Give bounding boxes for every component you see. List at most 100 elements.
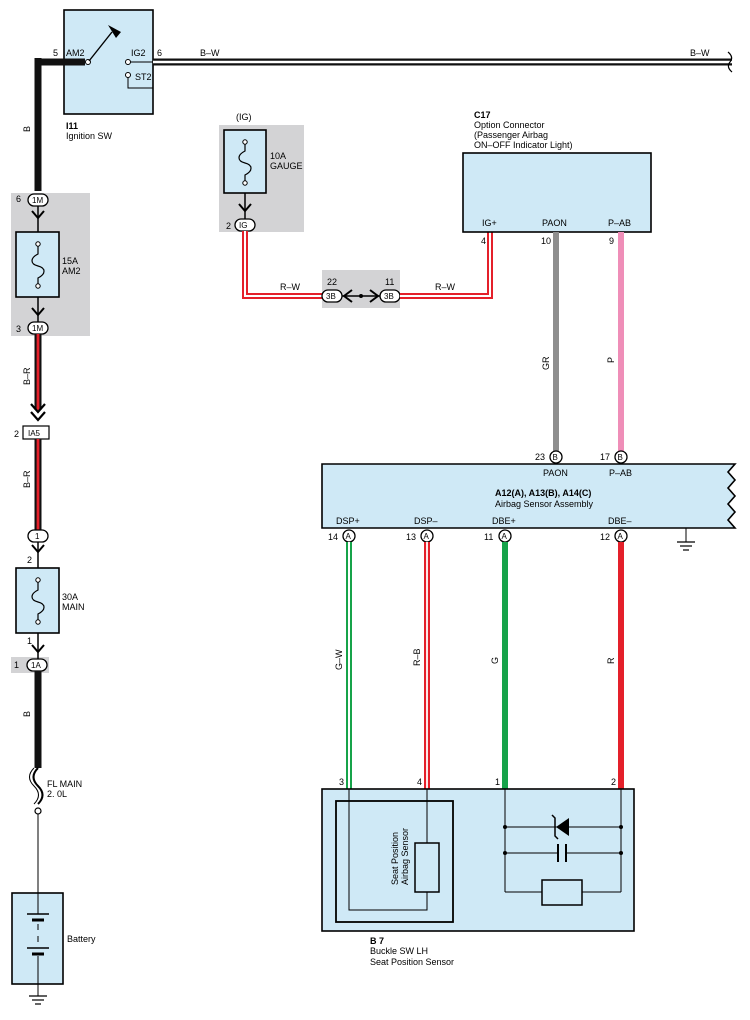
wire-b-bottom-label: B	[22, 711, 32, 717]
lower-wires: G–W R–B G R	[334, 542, 624, 789]
gauge-fuse-element-icon	[238, 144, 252, 181]
capacitor-node-right	[619, 851, 623, 855]
option-connector-line1: Option Connector	[474, 120, 545, 130]
fuse-am2-rating: 15A	[62, 256, 78, 266]
wire-b-w: B–W B–W	[153, 48, 733, 73]
battery-ground-icon	[29, 995, 47, 1005]
conn-1a-code: 1A	[31, 661, 41, 670]
option-pin-pab: 9	[609, 236, 614, 246]
fusible-link-terminal	[34, 807, 42, 815]
junction-arrow-left-icon	[342, 289, 353, 303]
conn-1m-top-code: 1M	[32, 196, 43, 205]
conn-ia5-code: IA5	[28, 429, 41, 438]
fusible-link-line2: 2. 0L	[47, 789, 67, 799]
ia5-arrow-icon-1	[30, 403, 46, 414]
seat-sensor-line2: Airbag Sensor	[400, 828, 410, 885]
ignition-pin-am2: 5	[53, 48, 58, 58]
seat-sensor-wire-a	[348, 789, 428, 911]
diode-node-right	[619, 825, 623, 829]
option-pin-ig: 4	[481, 236, 486, 246]
conn-1m-top-pin: 6	[16, 194, 21, 204]
option-connector-line3: ON–OFF Indicator Light)	[474, 140, 573, 150]
battery-label: Battery	[67, 934, 96, 944]
wire-b-r-upper-label: B–R	[22, 367, 32, 385]
fuse-am2-element-icon	[31, 246, 45, 284]
gauge-fuse-circuit: (IG) 10A GAUGE 2 IG R–W 22 3B 11 3B R–W	[223, 112, 493, 303]
conn-1-pin-below: 2	[27, 555, 32, 565]
wire-p-label: P	[606, 357, 616, 363]
airbag-pin-dbe-minus: 12	[600, 532, 610, 542]
fuse-main-name: MAIN	[62, 602, 85, 612]
airbag-top-conn-pab	[614, 450, 628, 464]
ignition-label-ig2: IG2	[131, 48, 146, 58]
left-column: B 6 1M 15A AM2 3 1M B–R 2 IA5 B–R	[11, 58, 96, 1005]
ignition-pin-ig2: 6	[157, 48, 162, 58]
fuse-am2-top-terminal	[35, 241, 41, 247]
airbag-conn-dsp-plus-code: A	[346, 532, 352, 541]
junction-wire-left-label: R–W	[280, 282, 301, 292]
option-connector-line2: (Passenger Airbag	[474, 130, 548, 140]
airbag-term-dbe-plus: DBE+	[492, 516, 516, 526]
option-connector-code: C17	[474, 110, 491, 120]
ignition-name: Ignition SW	[66, 131, 113, 141]
airbag-code: A12(A), A13(B), A14(C)	[495, 488, 591, 498]
wire-b-w-label-left: B–W	[200, 48, 220, 58]
ignition-key-icon	[108, 25, 121, 38]
option-term-pab: P–AB	[608, 218, 631, 228]
junction-wire-right-label: R–W	[435, 282, 456, 292]
seat-sensor-element	[414, 842, 440, 893]
option-pin-paon: 10	[541, 236, 551, 246]
fuse-main-element-icon	[31, 582, 45, 620]
diode-icon	[556, 818, 569, 836]
junction-arrow-right-icon	[369, 289, 380, 303]
fuse-am2-name: AM2	[62, 266, 81, 276]
seat-sensor-line1: Seat Position	[390, 832, 400, 885]
conn-3b-right-code: 3B	[384, 292, 394, 301]
wire-r-w-left-stripe	[244, 231, 322, 297]
gauge-fuse-top-terminal	[242, 139, 248, 145]
wire-b-r-lower-label: B–R	[22, 470, 32, 488]
junction-pin-right: 11	[385, 277, 394, 287]
airbag-conn-dbe-plus-code: A	[502, 532, 508, 541]
ignition-label-st2: ST2	[135, 72, 152, 82]
junction-dot	[359, 294, 363, 298]
airbag-term-dsp-plus: DSP+	[336, 516, 360, 526]
gauge-source: (IG)	[236, 112, 252, 122]
airbag-term-dbe-minus: DBE–	[608, 516, 632, 526]
fusible-link-icon	[32, 767, 44, 805]
gauge-pin: 2	[226, 221, 231, 231]
junction-pin-left: 22	[327, 277, 337, 287]
conn-1m-bottom-arrow-icon	[31, 307, 45, 317]
buckle-switch: 3 4 1 2 Seat Position Airbag Sensor B 7 …	[321, 777, 635, 967]
airbag-top-label-pab: P–AB	[609, 468, 632, 478]
buckle-pin-3: 3	[339, 777, 344, 787]
wire-break-mark	[727, 51, 733, 73]
wire-b-w-label-right: B–W	[690, 48, 710, 58]
wire-r-label: R	[606, 657, 616, 664]
wire-gr-label: GR	[541, 356, 551, 370]
airbag-pin-dsp-plus: 14	[328, 532, 338, 542]
fusible-link-line1: FL MAIN	[47, 779, 82, 789]
ia5-arrow-icon-2	[30, 411, 46, 422]
buckle-pin-2: 2	[611, 777, 616, 787]
airbag-sensor-assembly: 23 B 17 B PAON P–AB A12(A), A13(B), A14(…	[321, 450, 737, 551]
buckle-pin-4: 4	[417, 777, 422, 787]
airbag-top-pin-pab: 17	[600, 452, 610, 462]
airbag-top-conn-paon	[549, 450, 563, 464]
ignition-label-am2: AM2	[66, 48, 85, 58]
buckle-line2: Seat Position Sensor	[370, 957, 454, 967]
ignition-contact-ig2	[125, 59, 131, 65]
gauge-fuse-rating: 10A	[270, 151, 286, 161]
conn-1a-pin-above: 1	[27, 636, 32, 646]
airbag-term-dsp-minus: DSP–	[414, 516, 438, 526]
airbag-name: Airbag Sensor Assembly	[495, 499, 594, 509]
ignition-st2-lead	[127, 78, 153, 89]
conn-1m-bottom-pin: 3	[16, 324, 21, 334]
option-term-paon: PAON	[542, 218, 567, 228]
wire-g-w-label: G–W	[334, 649, 344, 670]
conn-ig-code: IG	[239, 221, 247, 230]
wire-r-b-label: R–B	[412, 648, 422, 666]
capacitor-node-left	[503, 851, 507, 855]
option-connector: C17 Option Connector (Passenger Airbag O…	[462, 110, 652, 246]
